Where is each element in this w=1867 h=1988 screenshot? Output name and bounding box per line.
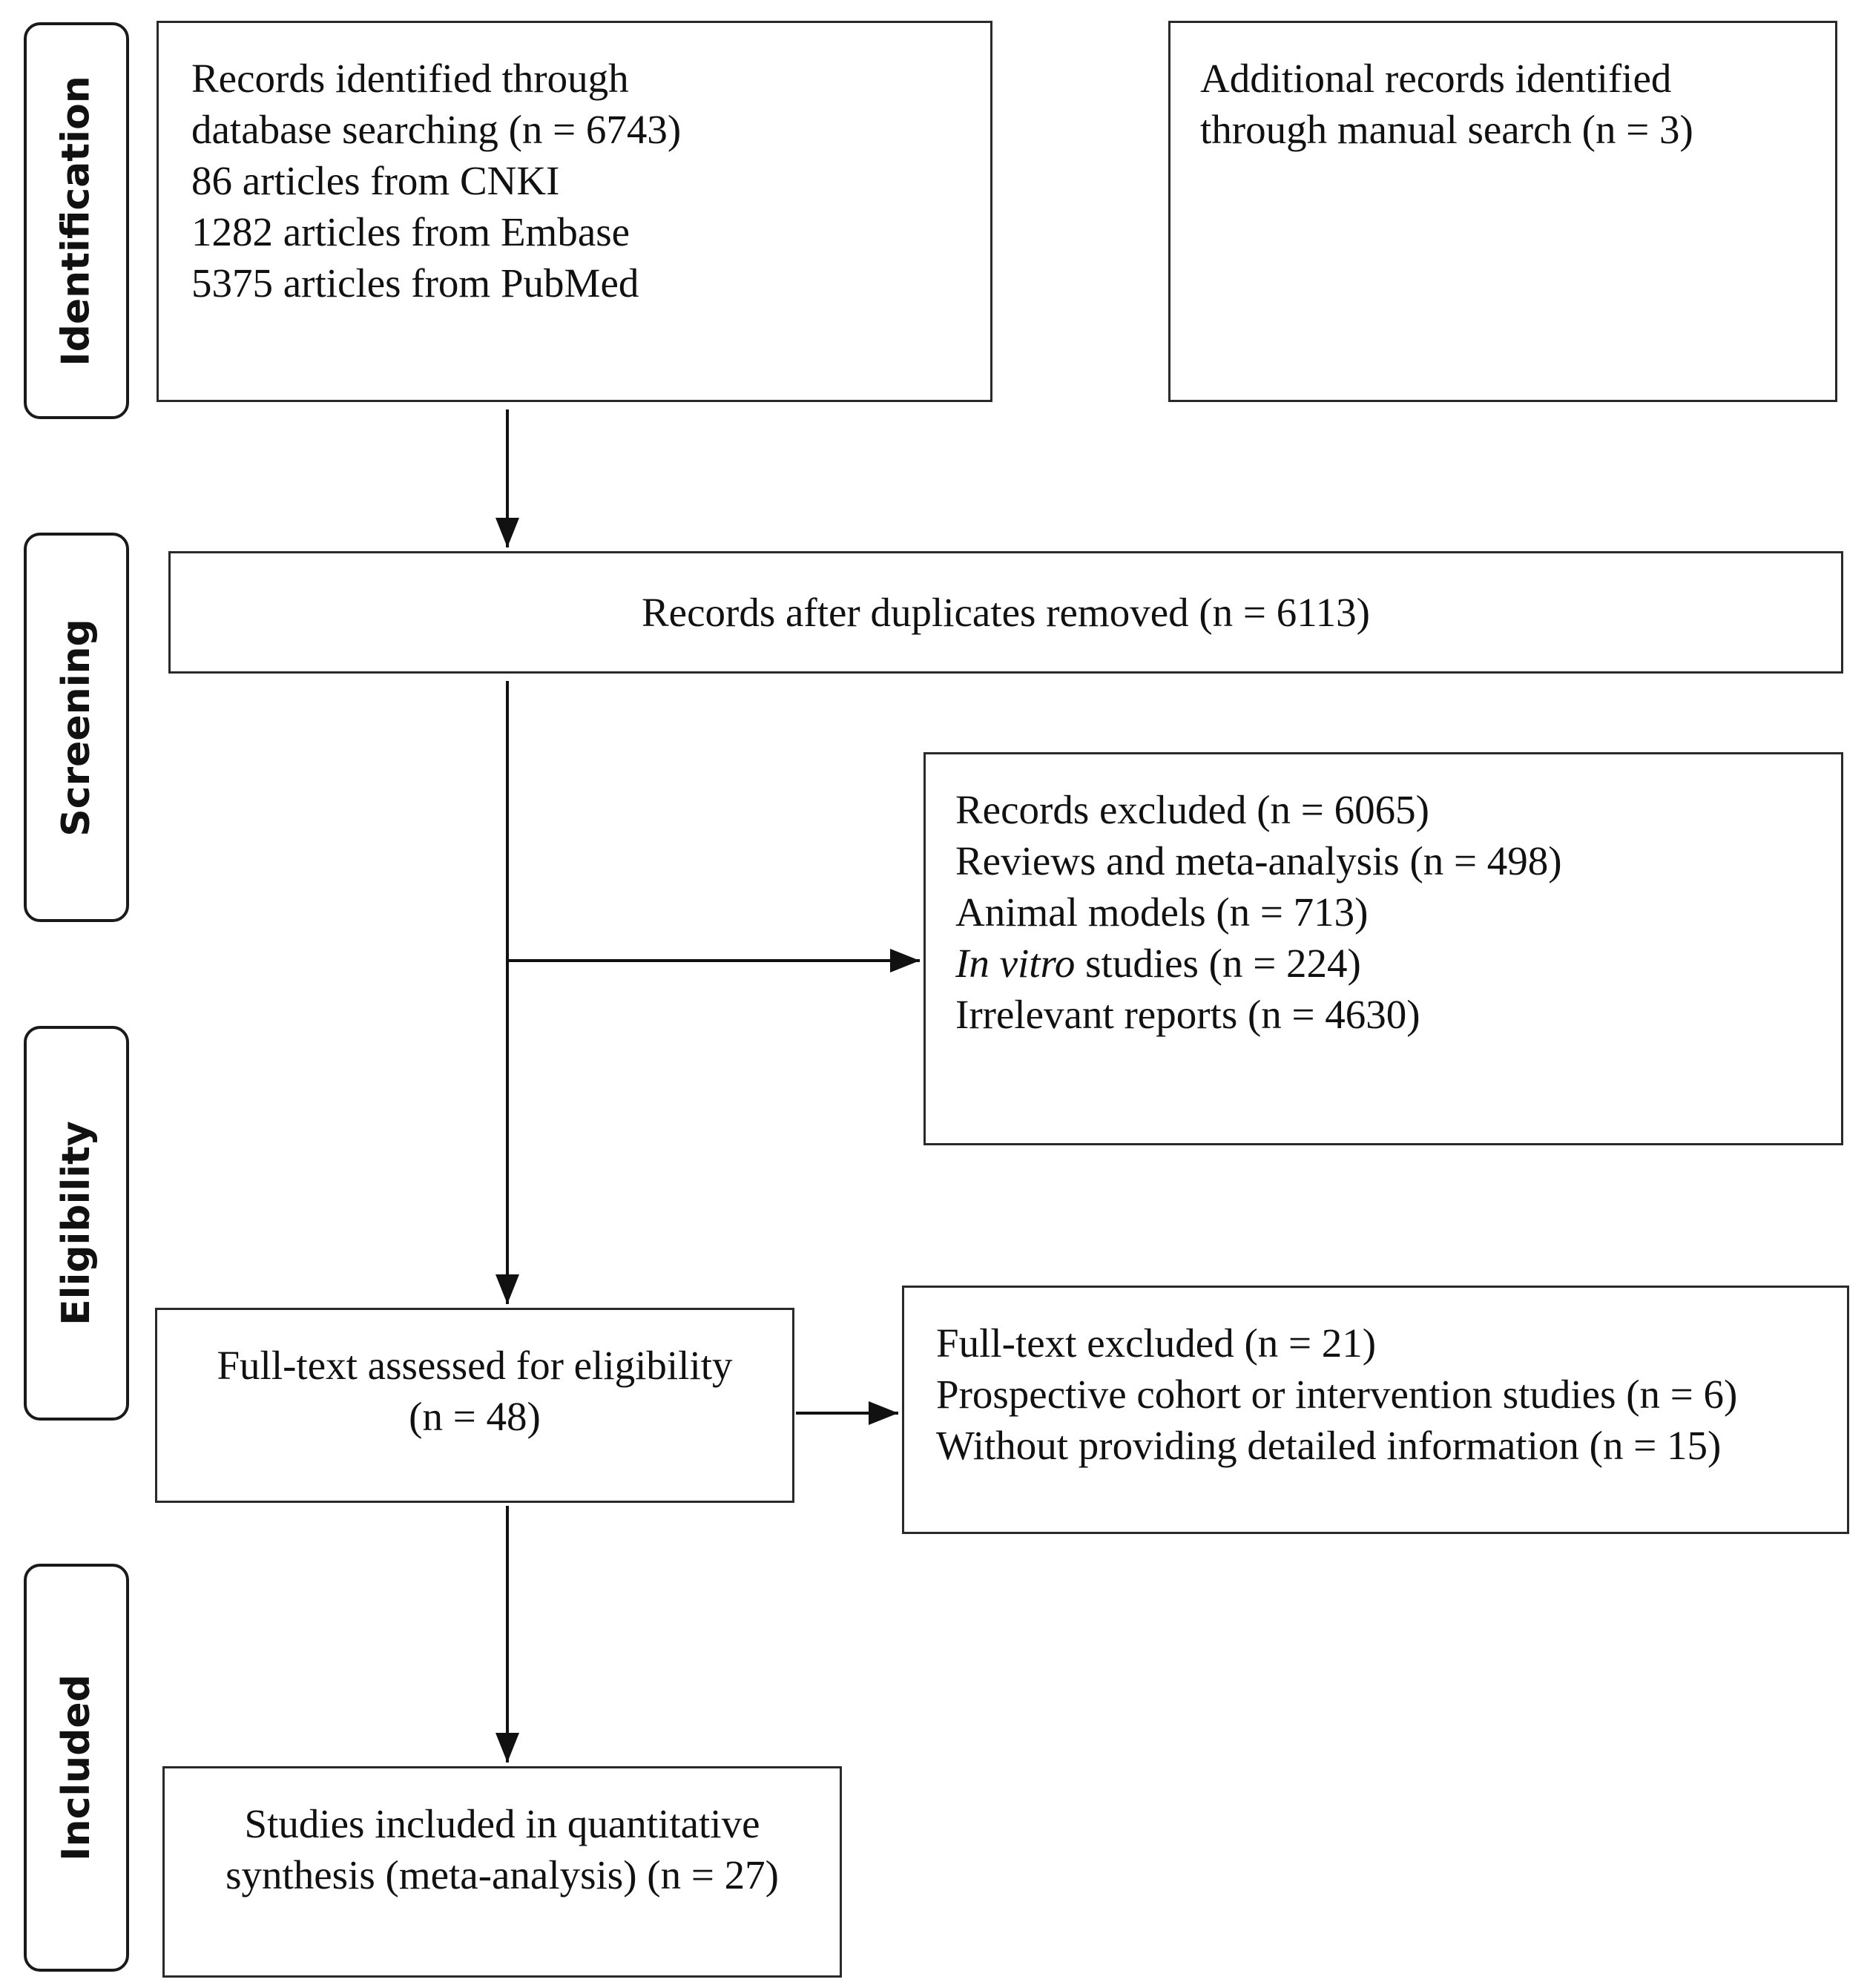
fulltext-excluded-line-1: Full-text excluded (n = 21) (936, 1320, 1377, 1366)
fulltext-line-2: (n = 48) (409, 1394, 541, 1439)
duplicates-removed-text: Records after duplicates removed (n = 61… (642, 590, 1370, 635)
stage-eligibility: Eligibility (24, 1026, 129, 1421)
studies-included-box: Studies included in quantitative synthes… (162, 1766, 842, 1978)
identified-line-5: 5375 articles from PubMed (191, 260, 639, 306)
stage-included: Included (24, 1564, 129, 1972)
manual-search-box: Additional records identified through ma… (1168, 21, 1837, 402)
identified-line-3: 86 articles from CNKI (191, 158, 560, 203)
excluded-line-3: Animal models (n = 713) (955, 889, 1369, 935)
in-vitro-rest: studies (n = 224) (1075, 941, 1361, 986)
fulltext-line-1: Full-text assessed for eligibility (217, 1343, 733, 1388)
identified-line-2: database searching (n = 6743) (191, 107, 682, 152)
in-vitro-italic: In vitro (955, 941, 1076, 986)
included-line-1: Studies included in quantitative (244, 1801, 760, 1846)
records-excluded-box: Records excluded (n = 6065) Reviews and … (923, 752, 1843, 1145)
manual-line-1: Additional records identified (1200, 56, 1672, 101)
identified-line-4: 1282 articles from Embase (191, 209, 630, 254)
fulltext-assessed-box: Full-text assessed for eligibility (n = … (155, 1308, 794, 1503)
included-line-2: synthesis (meta-analysis) (n = 27) (225, 1852, 779, 1898)
records-identified-box: Records identified through database sear… (157, 21, 992, 402)
manual-line-2: through manual search (n = 3) (1200, 107, 1693, 152)
stage-identification: Identification (24, 22, 129, 419)
duplicates-removed-box: Records after duplicates removed (n = 61… (168, 551, 1843, 674)
identified-line-1: Records identified through (191, 56, 629, 101)
excluded-line-2: Reviews and meta-analysis (n = 498) (955, 838, 1562, 883)
excluded-line-5: Irrelevant reports (n = 4630) (955, 992, 1420, 1037)
fulltext-excluded-box: Full-text excluded (n = 21) Prospective … (902, 1286, 1849, 1534)
fulltext-excluded-line-2: Prospective cohort or intervention studi… (936, 1372, 1738, 1417)
excluded-line-1: Records excluded (n = 6065) (955, 787, 1429, 832)
fulltext-excluded-line-3: Without providing detailed information (… (936, 1423, 1722, 1468)
excluded-line-4: In vitro studies (n = 224) (955, 938, 1841, 989)
stage-screening: Screening (24, 533, 129, 922)
